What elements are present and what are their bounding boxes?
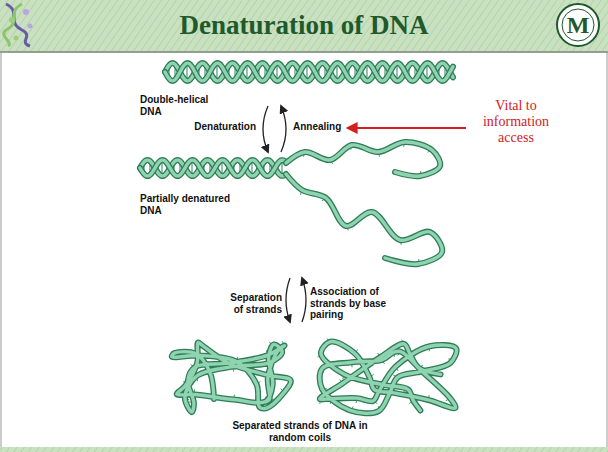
- open-strand: [286, 142, 440, 176]
- partial-helix-strand: [140, 160, 284, 176]
- separation-arrow: [286, 278, 290, 322]
- association-arrow: [302, 278, 306, 322]
- figure-label: Partially denatured DNA: [140, 193, 246, 216]
- partial-helix-strand: [140, 160, 284, 176]
- dna-illustration: [140, 63, 457, 413]
- process-label: Separation of strands: [220, 292, 282, 315]
- footer-band: [0, 447, 608, 452]
- callout-note: Vital to information access: [468, 98, 564, 146]
- double-helix-strand: [165, 63, 453, 81]
- process-label: Denaturation: [176, 121, 256, 133]
- double-helix-strand: [165, 63, 453, 81]
- content-frame: [1, 52, 607, 448]
- open-strand: [286, 174, 442, 264]
- header-band: [0, 0, 608, 52]
- denaturation-arrow: [263, 106, 268, 152]
- dna-icon: [4, 4, 33, 46]
- process-label: Annealing: [293, 121, 345, 133]
- callout-arrow: [348, 127, 466, 129]
- coil-bases: [172, 341, 291, 412]
- figure-label: Separated strands of DNA in random coils: [232, 420, 368, 443]
- random-coil: [172, 342, 291, 412]
- annealing-arrow: [281, 106, 286, 152]
- logo-letter: M: [566, 10, 590, 40]
- random-coil: [320, 342, 457, 414]
- figure-label: Double-helical DNA: [140, 94, 216, 117]
- slide-title: Denaturation of DNA: [60, 9, 548, 41]
- university-logo: [557, 4, 599, 46]
- open-strand-bases: [300, 190, 442, 264]
- process-label: Association of strands by base pairing: [310, 286, 394, 321]
